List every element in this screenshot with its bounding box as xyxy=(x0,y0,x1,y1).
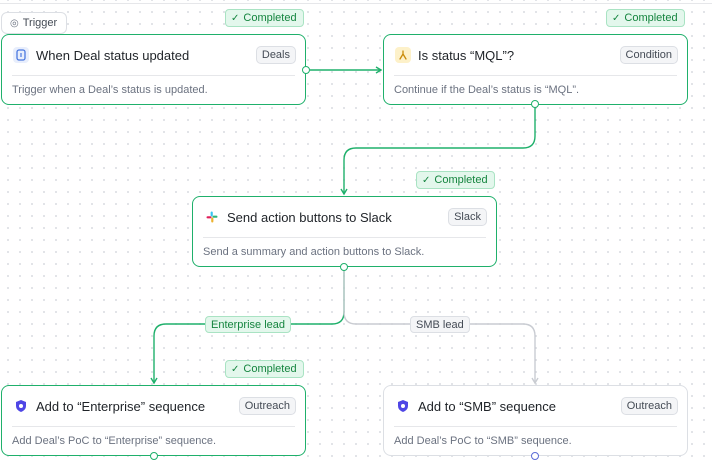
node-description: Trigger when a Deal’s status is updated. xyxy=(12,84,208,96)
outreach-icon xyxy=(395,398,411,414)
node-title: Is status “MQL”? xyxy=(418,47,515,63)
output-port-enterprise[interactable] xyxy=(150,452,158,460)
node-add-enterprise-sequence[interactable]: Add to “Enterprise” sequence Outreach Ad… xyxy=(1,385,306,456)
check-icon: ✓ xyxy=(422,174,431,186)
node-deal-status-updated[interactable]: When Deal status updated Deals Trigger w… xyxy=(1,34,306,105)
node-send-to-slack[interactable]: Send action buttons to Slack Slack Send … xyxy=(192,196,497,267)
deal-icon xyxy=(13,47,29,63)
divider xyxy=(12,426,295,427)
output-port-deal[interactable] xyxy=(302,66,310,74)
node-is-status-mql[interactable]: Is status “MQL”? Condition Continue if t… xyxy=(383,34,688,105)
edge-label-enterprise[interactable]: Enterprise lead xyxy=(205,316,291,333)
node-description: Add Deal’s PoC to “SMB” sequence. xyxy=(394,435,572,447)
node-tag: Outreach xyxy=(620,397,678,415)
trigger-label: Trigger xyxy=(22,17,58,29)
status-badge-mql: ✓ Completed xyxy=(606,9,685,27)
divider xyxy=(394,426,677,427)
node-tag: Slack xyxy=(448,208,487,226)
check-icon: ✓ xyxy=(231,363,240,375)
output-port-mql[interactable] xyxy=(531,100,539,108)
divider xyxy=(203,237,486,238)
status-badge-slack: ✓ Completed xyxy=(416,171,495,189)
status-badge-label: Completed xyxy=(434,174,488,186)
outreach-icon xyxy=(13,398,29,414)
node-tag: Deals xyxy=(255,46,296,64)
status-badge-label: Completed xyxy=(624,12,678,24)
condition-icon xyxy=(395,47,411,63)
output-port-smb[interactable] xyxy=(531,452,539,460)
node-tag: Outreach xyxy=(238,397,296,415)
canvas-top-border xyxy=(0,3,712,4)
node-title: When Deal status updated xyxy=(36,47,190,63)
status-badge-label: Completed xyxy=(243,12,297,24)
status-badge-enterprise: ✓ Completed xyxy=(225,360,304,378)
divider xyxy=(394,75,677,76)
node-add-smb-sequence[interactable]: Add to “SMB” sequence Outreach Add Deal’… xyxy=(383,385,688,456)
trigger-chip: ◎ Trigger xyxy=(1,12,67,34)
node-description: Continue if the Deal’s status is “MQL”. xyxy=(394,84,580,96)
slack-icon xyxy=(204,209,220,225)
status-badge-label: Completed xyxy=(243,363,297,375)
node-title: Add to “SMB” sequence xyxy=(418,398,557,414)
check-icon: ✓ xyxy=(612,12,621,24)
node-description: Add Deal’s PoC to “Enterprise” sequence. xyxy=(12,435,217,447)
node-title: Send action buttons to Slack xyxy=(227,209,392,225)
output-port-slack[interactable] xyxy=(340,263,348,271)
node-title: Add to “Enterprise” sequence xyxy=(36,398,206,414)
check-icon: ✓ xyxy=(231,12,240,24)
node-description: Send a summary and action buttons to Sla… xyxy=(203,246,425,258)
divider xyxy=(12,75,295,76)
edge-label-smb[interactable]: SMB lead xyxy=(410,316,470,333)
status-badge-deal: ✓ Completed xyxy=(225,9,304,27)
node-tag: Condition xyxy=(619,46,678,64)
edge-mql-to-slack xyxy=(340,104,536,196)
trigger-icon: ◎ xyxy=(10,17,19,29)
